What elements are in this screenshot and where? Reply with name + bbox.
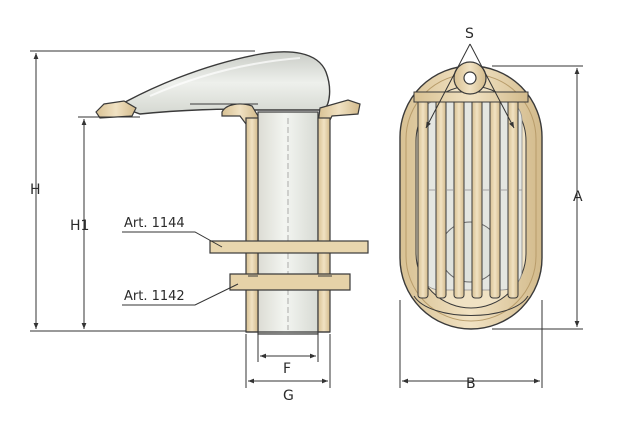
hood-highlight <box>149 57 301 97</box>
screw-hole <box>463 71 477 85</box>
nut-art-1144 <box>209 240 369 254</box>
grille-bars <box>417 97 519 299</box>
grille-dimensions <box>399 43 583 388</box>
label-art-1142: Art. 1142 <box>124 289 185 304</box>
nut-art-1142 <box>229 273 351 291</box>
side-dimensions <box>30 50 331 388</box>
label-H1: H1 <box>70 218 89 234</box>
side-view <box>95 51 369 335</box>
hood-nose-nut <box>95 100 137 119</box>
outer-wall-right <box>317 117 331 333</box>
label-art-1144: Art. 1144 <box>124 216 185 231</box>
outer-wall-left <box>245 117 259 333</box>
label-S: S <box>465 26 474 42</box>
grille-view <box>399 61 543 330</box>
label-H: H <box>30 182 41 198</box>
label-A: A <box>573 189 583 205</box>
label-B: B <box>466 376 476 392</box>
hood-body <box>116 51 331 115</box>
label-F: F <box>283 361 291 377</box>
label-G: G <box>283 388 294 404</box>
